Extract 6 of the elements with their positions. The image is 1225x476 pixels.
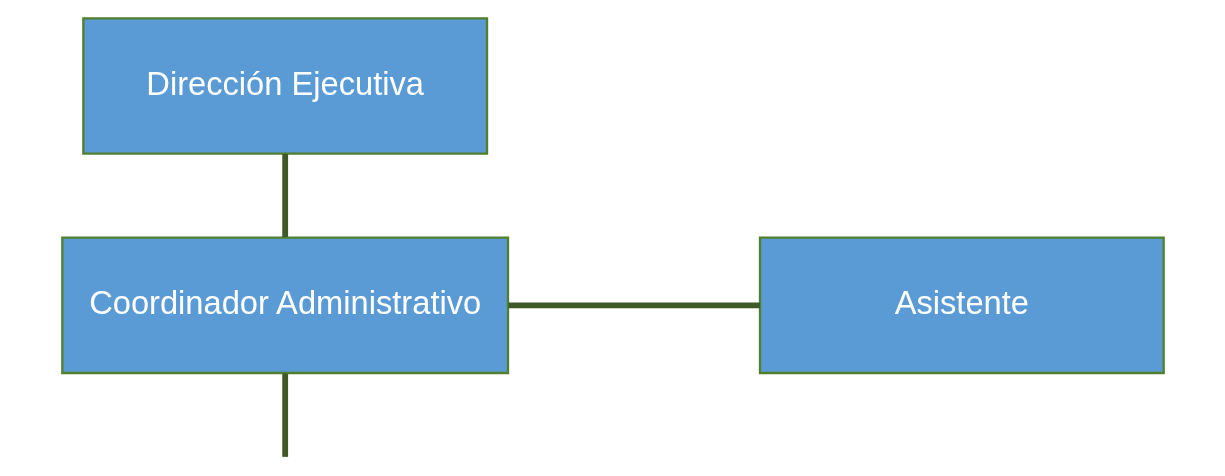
connector: [281, 153, 288, 237]
node-box: Asistente: [758, 236, 1165, 374]
node-box: Coordinador Administrativo: [60, 236, 509, 374]
node-box: Dirección Ejecutiva: [81, 16, 488, 155]
connector: [508, 301, 760, 308]
connector: [281, 373, 288, 457]
